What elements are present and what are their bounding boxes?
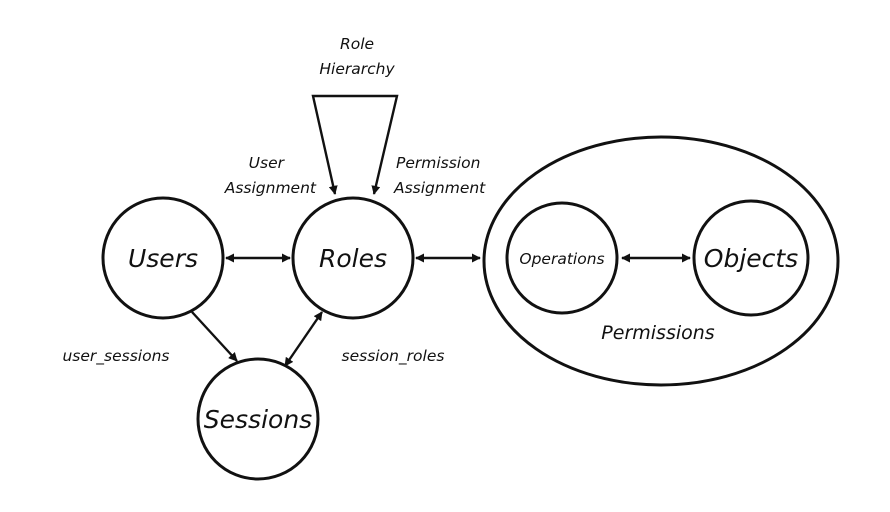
objects-label: Objects — [704, 244, 798, 273]
operations-label: Operations — [519, 250, 604, 268]
users-label: Users — [128, 244, 198, 273]
role-hierarchy-arrow — [311, 94, 399, 195]
role-hierarchy-label-line2: Hierarchy — [319, 60, 395, 78]
permission-assignment-label-line1: Permission — [396, 154, 480, 172]
permissions-label: Permissions — [601, 322, 714, 344]
users-node — [101, 196, 225, 320]
user-assignment-label-line2: Assignment — [224, 179, 317, 197]
role-hierarchy-label-line1: Role — [340, 35, 374, 53]
roles-label: Roles — [319, 244, 387, 273]
user-assignment-label-line1: User — [249, 154, 286, 172]
operations-node — [505, 201, 619, 315]
session-roles-label: session_roles — [342, 347, 445, 366]
objects-node — [692, 199, 810, 317]
user-sessions-arrow — [191, 311, 238, 362]
sessions-node — [196, 357, 320, 481]
session-roles-arrow — [284, 311, 323, 367]
user-sessions-label: user_sessions — [62, 347, 169, 366]
sessions-label: Sessions — [204, 405, 312, 434]
roles-node — [291, 196, 415, 320]
permission-assignment-label-line2: Assignment — [393, 179, 486, 197]
